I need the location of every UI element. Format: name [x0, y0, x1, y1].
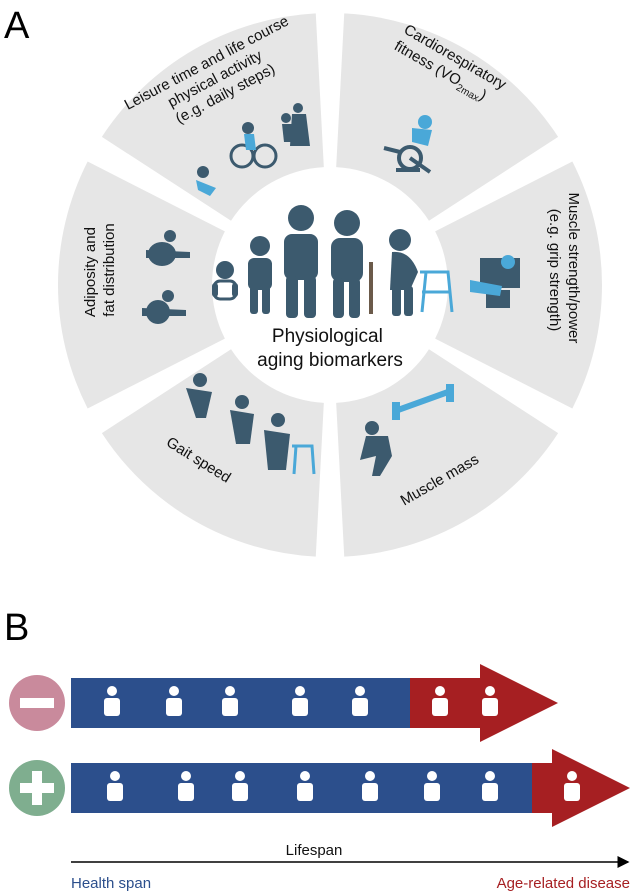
weightlifting-icon [360, 384, 454, 476]
junk-food-icon [104, 686, 120, 716]
wheelchair-icon [564, 771, 580, 801]
healthy-food-icon [107, 771, 123, 801]
health-span-label: Health span [71, 875, 151, 892]
biomarker-ring [57, 13, 602, 557]
body-shape-icons [142, 230, 190, 324]
segment-gait [101, 349, 324, 557]
leisure-activity-icons [196, 103, 310, 196]
axis-label: Lifespan [286, 842, 343, 859]
panel-b-letter: B [4, 607, 29, 649]
leg-press-machine-icon [470, 255, 520, 308]
panel-a-letter: A [4, 5, 30, 47]
row-plus [9, 749, 630, 827]
hospital-bed-icon [482, 686, 498, 716]
label-strength: Muscle strength/power (e.g. grip strengt… [546, 192, 582, 347]
car-icon [222, 686, 238, 716]
label-adiposity: Adiposity and fat distribution [82, 223, 118, 317]
svg-text:Physiological aging biomar: Physiological aging biomarkers [257, 326, 403, 371]
aging-figures-icon [212, 205, 454, 318]
age-related-disease-label: Age-related disease [497, 875, 630, 892]
sleep-icon [178, 771, 194, 801]
cycling-icon [362, 771, 378, 801]
tv-watching-icon [352, 686, 368, 716]
disease-arrow [532, 749, 630, 827]
segment-cardio [336, 13, 559, 221]
row-minus [9, 664, 558, 742]
segment-mass [336, 349, 559, 557]
learning-icon [232, 771, 248, 801]
wheelchair-icon [432, 686, 448, 716]
center-title-line1: Physiological [272, 326, 383, 347]
center-circle [220, 175, 440, 395]
obese-person-icon [166, 686, 182, 716]
gait-figures-icon [186, 373, 316, 475]
dancing-icon [482, 771, 498, 801]
desk-work-icon [292, 686, 308, 716]
segment-leisure [101, 13, 324, 221]
center-title-line2: aging biomarkers [257, 350, 403, 371]
exercise-bike-icon [383, 115, 432, 174]
hiking-icon [424, 771, 440, 801]
segment-adiposity [57, 161, 225, 409]
social-icon [297, 771, 313, 801]
